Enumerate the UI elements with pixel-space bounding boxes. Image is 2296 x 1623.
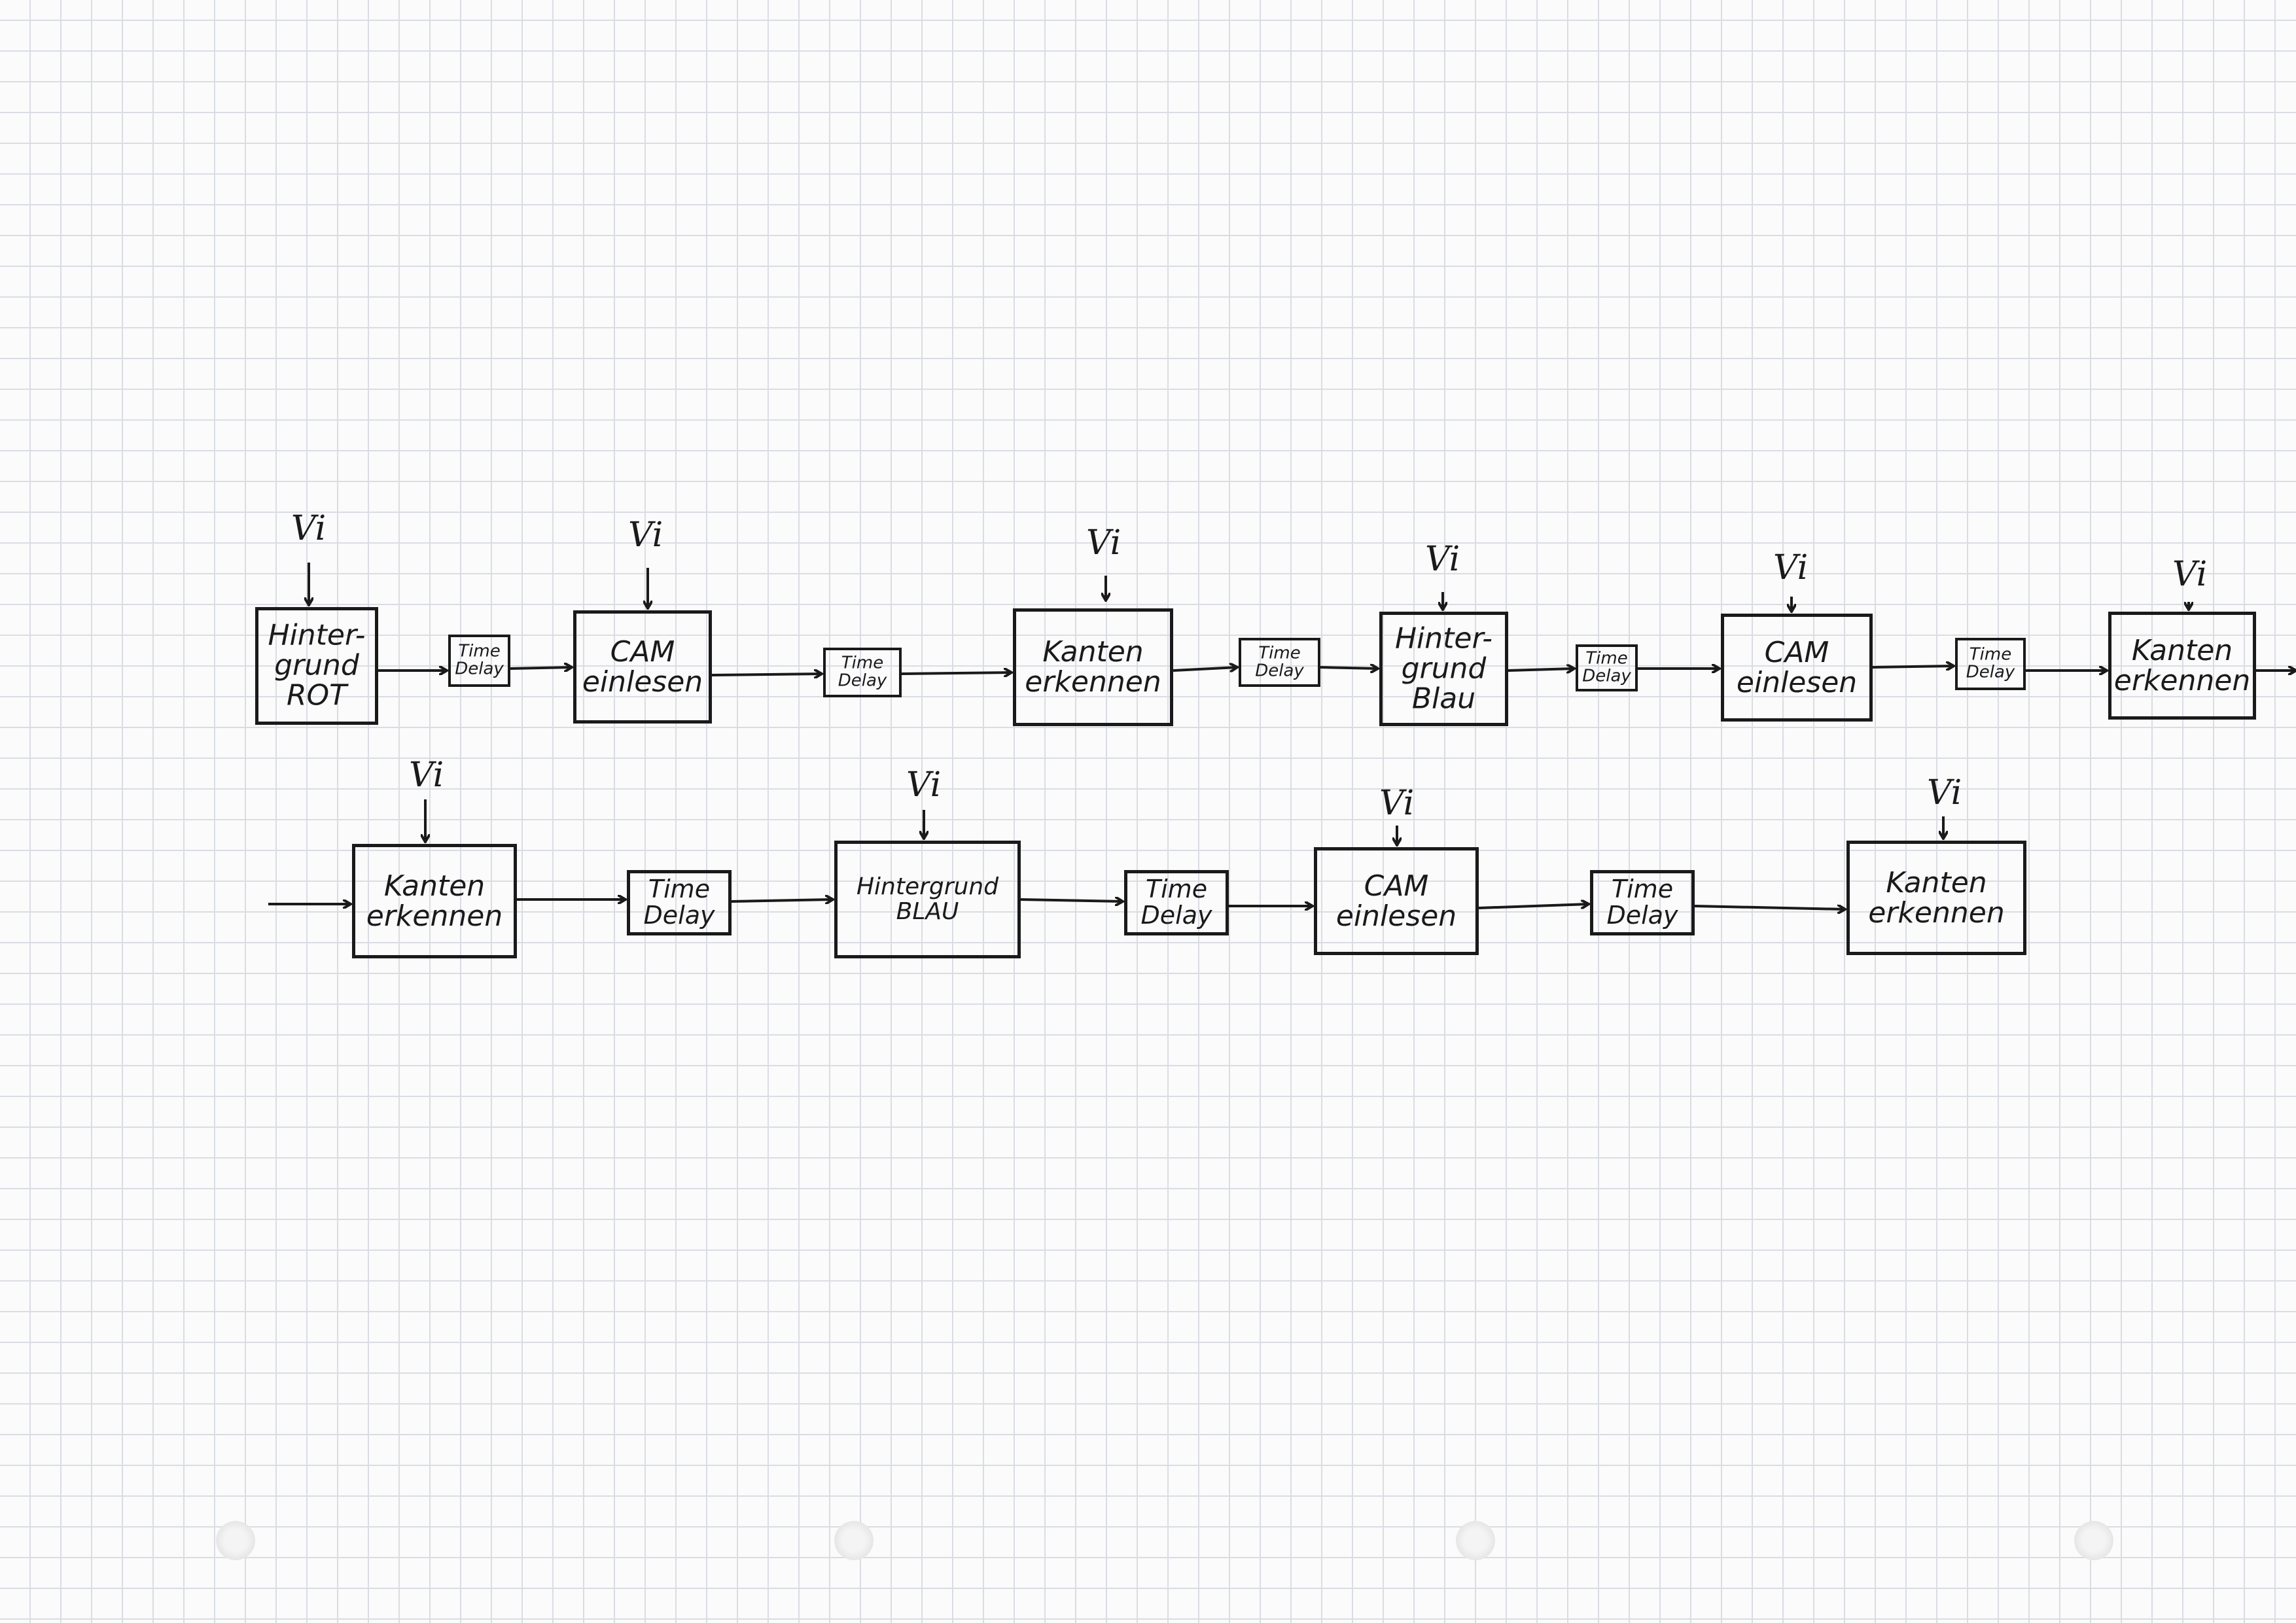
flow-arrow xyxy=(1173,667,1237,671)
input-label-vi: Vi xyxy=(906,765,942,805)
input-label-vi: Vi xyxy=(291,509,327,548)
flow-arrow xyxy=(510,667,572,669)
input-label-vi: Vi xyxy=(1773,548,1809,587)
flow-arrow xyxy=(1694,906,1845,909)
flow-arrow xyxy=(1478,904,1589,909)
input-label-vi: Vi xyxy=(1927,773,1962,812)
binder-hole xyxy=(1456,1521,1495,1560)
input-label-vi: Vi xyxy=(1379,784,1415,823)
input-label-vi: Vi xyxy=(1086,523,1122,563)
binder-hole xyxy=(2074,1521,2113,1560)
flow-arrow xyxy=(711,674,822,675)
input-label-vi: Vi xyxy=(628,515,663,555)
input-label-vi: Vi xyxy=(2172,555,2208,594)
input-label-vi: Vi xyxy=(1425,540,1460,579)
flow-arrow xyxy=(1020,899,1123,901)
input-label-vi: Vi xyxy=(409,756,444,795)
flow-arrow xyxy=(1320,667,1378,669)
flow-arrow xyxy=(901,672,1012,674)
flow-arrow xyxy=(731,899,833,901)
flow-arrow xyxy=(1872,666,1954,667)
binder-hole xyxy=(834,1521,874,1560)
binder-hole xyxy=(216,1521,255,1560)
flow-arrow xyxy=(1508,669,1574,671)
